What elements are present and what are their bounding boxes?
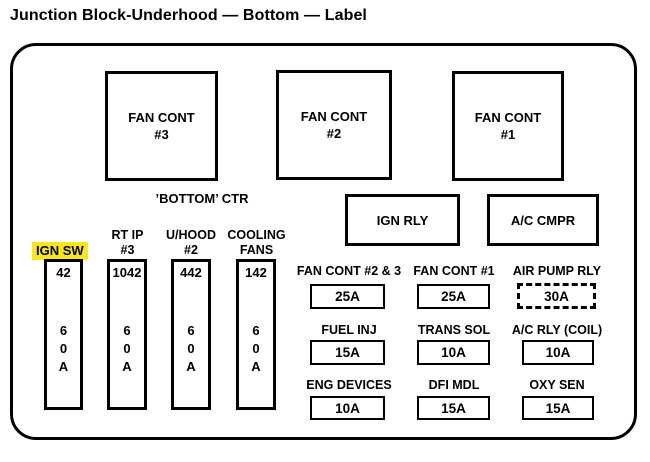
fuse-fan-cont-1: 25A [417,284,490,309]
relay-label: FAN CONT [300,109,368,124]
fuse-label-line1: RT IP [111,228,144,242]
fuse-air-pump-rly: 30A [517,283,596,309]
fuse-label-ign-sw-highlighted: IGN SW [32,242,88,260]
relay-label: FAN CONT [128,110,195,125]
fuse-cavity-number: 142 [245,265,267,280]
fuse-ac-rly-coil: 10A [522,340,594,365]
fuse-rt-ip-3: 1042 60A [107,259,147,410]
fuse-label-cooling-fans: COOLING FANS [221,228,292,257]
fuse-amp-rating: 15A [335,345,360,360]
fuse-cavity-number: 1042 [112,265,142,280]
fuse-eng-devices: 10A [310,396,385,420]
fuse-amp-rating: 15A [441,400,466,416]
fuse-trans-sol: 10A [417,340,490,365]
fuse-u-hood-2: 442 60A [171,259,211,410]
fuse-amp-rating: 25A [335,289,360,304]
fuse-label-eng-devices: ENG DEVICES [306,378,392,392]
relay-label: A/C CMPR [510,212,576,228]
fuse-amp-rating: 60A [122,323,132,374]
fuse-amp-rating: 10A [335,400,360,416]
relay-label: FAN CONT [474,110,542,125]
fuse-fan-cont-2-3: 25A [310,284,385,309]
fuse-label-u-hood: U/HOOD #2 [158,228,224,257]
fuse-label-fan-cont-1: FAN CONT #1 [413,264,495,278]
relay-ac-cmpr: A/C CMPR [487,194,599,246]
fuse-fuel-inj: 15A [310,340,385,365]
relay-number: #1 [500,127,516,142]
fuse-label-dfi-mdl: DFI MDL [428,378,480,392]
fuse-label-fan-cont-2-3: FAN CONT #2 & 3 [296,264,402,278]
fuse-cavity-number: 42 [56,265,71,280]
fuse-label-fuel-inj: FUEL INJ [321,323,377,337]
fuse-amp-rating: 15A [545,400,571,416]
fuse-cavity-number: 442 [180,265,202,280]
fuse-label-line2: #2 [184,242,198,257]
fuse-cooling-fans: 142 60A [236,259,276,410]
relay-fan-cont-1: FAN CONT #1 [452,71,564,181]
fuse-label-air-pump-rly: AIR PUMP RLY [512,264,602,278]
fuse-label-line2: #3 [120,242,135,257]
relay-ign-rly: IGN RLY [345,194,460,246]
fuse-label-oxy-sen: OXY SEN [529,378,585,392]
relay-fan-cont-3: FAN CONT #3 [105,71,218,181]
fuse-dfi-mdl: 15A [417,396,490,420]
fuse-ign-sw: 42 60A [44,259,83,410]
page-title: Junction Block-Underhood — Bottom — Labe… [10,7,367,24]
fuse-label-line1: U/HOOD [166,228,216,242]
fuse-amp-rating: 60A [251,323,261,374]
fuse-amp-rating: 10A [441,345,466,360]
fuse-label-ac-rly-coil: A/C RLY (COIL) [511,323,603,337]
fuse-label-line1: COOLING [227,228,286,242]
relay-number: #3 [154,127,169,142]
bottom-ctr-label: ’BOTTOM’ CTR [155,191,249,206]
fuse-label-rt-ip: RT IP #3 [97,228,158,257]
relay-number: #2 [326,126,342,141]
fuse-amp-rating: 60A [58,323,69,374]
fuse-amp-rating: 10A [545,345,571,360]
relay-label: IGN RLY [376,212,429,228]
fuse-amp-rating: 25A [441,289,466,304]
fuse-oxy-sen: 15A [522,396,594,420]
fuse-label-line2: FANS [239,242,274,257]
relay-fan-cont-2: FAN CONT #2 [276,70,392,180]
fuse-label-trans-sol: TRANS SOL [417,323,491,337]
fuse-amp-rating: 30A [544,288,569,304]
fuse-amp-rating: 60A [186,323,196,374]
